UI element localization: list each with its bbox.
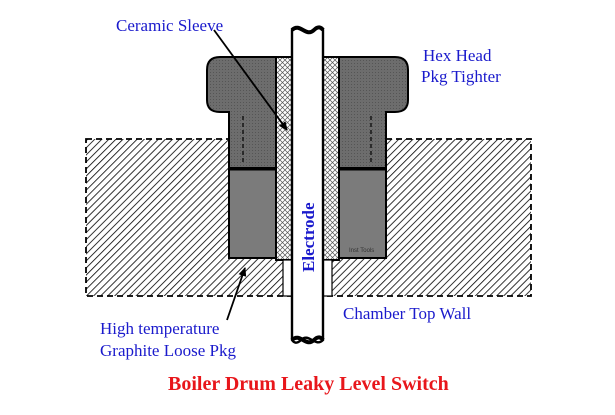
chamber-top-wall-label: Chamber Top Wall xyxy=(343,304,471,323)
ceramic-sleeve-leader xyxy=(213,29,288,131)
ceramic-sleeve-label: Ceramic Sleeve xyxy=(116,16,223,35)
hex-head-tightener xyxy=(206,56,409,169)
hex-head-label-line1: Hex Head xyxy=(423,46,492,65)
watermark-text: Inst Tools xyxy=(349,248,374,254)
electrode-label: Electrode xyxy=(299,202,318,272)
diagram-title: Boiler Drum Leaky Level Switch xyxy=(168,373,449,395)
hex-head-label-line2: Pkg Tighter xyxy=(421,67,501,86)
electrode-rod xyxy=(290,25,325,345)
graphite-packing xyxy=(228,167,387,259)
packing-label-line1: High temperature xyxy=(100,319,219,338)
packing-leader xyxy=(226,267,247,321)
packing-label-line2: Graphite Loose Pkg xyxy=(100,341,236,360)
